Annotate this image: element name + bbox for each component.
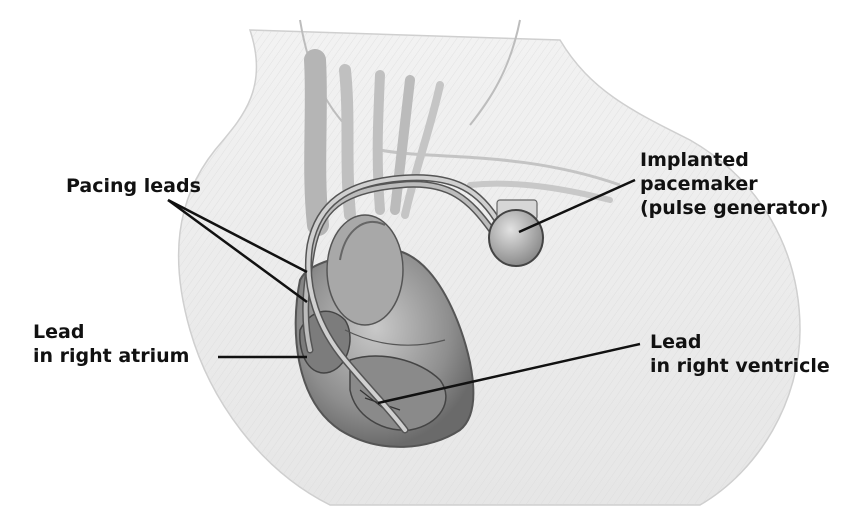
- implanted-line-2: pacemaker: [640, 172, 828, 196]
- pacemaker-device: [489, 200, 543, 266]
- implanted-line-3: (pulse generator): [640, 196, 828, 220]
- atrium-line-1: Lead: [33, 320, 189, 344]
- label-lead-right-ventricle: Lead in right ventricle: [650, 330, 830, 378]
- pacing-leads-text: Pacing leads: [66, 174, 201, 198]
- implanted-line-1: Implanted: [640, 148, 828, 172]
- label-implanted-pacemaker: Implanted pacemaker (pulse generator): [640, 148, 828, 220]
- label-lead-right-atrium: Lead in right atrium: [33, 320, 189, 368]
- label-pacing-leads: Pacing leads: [66, 174, 201, 198]
- ventricle-line-1: Lead: [650, 330, 830, 354]
- ventricle-line-2: in right ventricle: [650, 354, 830, 378]
- pulse-generator-can: [489, 210, 543, 266]
- atrium-line-2: in right atrium: [33, 344, 189, 368]
- torso-illustration: [179, 20, 800, 505]
